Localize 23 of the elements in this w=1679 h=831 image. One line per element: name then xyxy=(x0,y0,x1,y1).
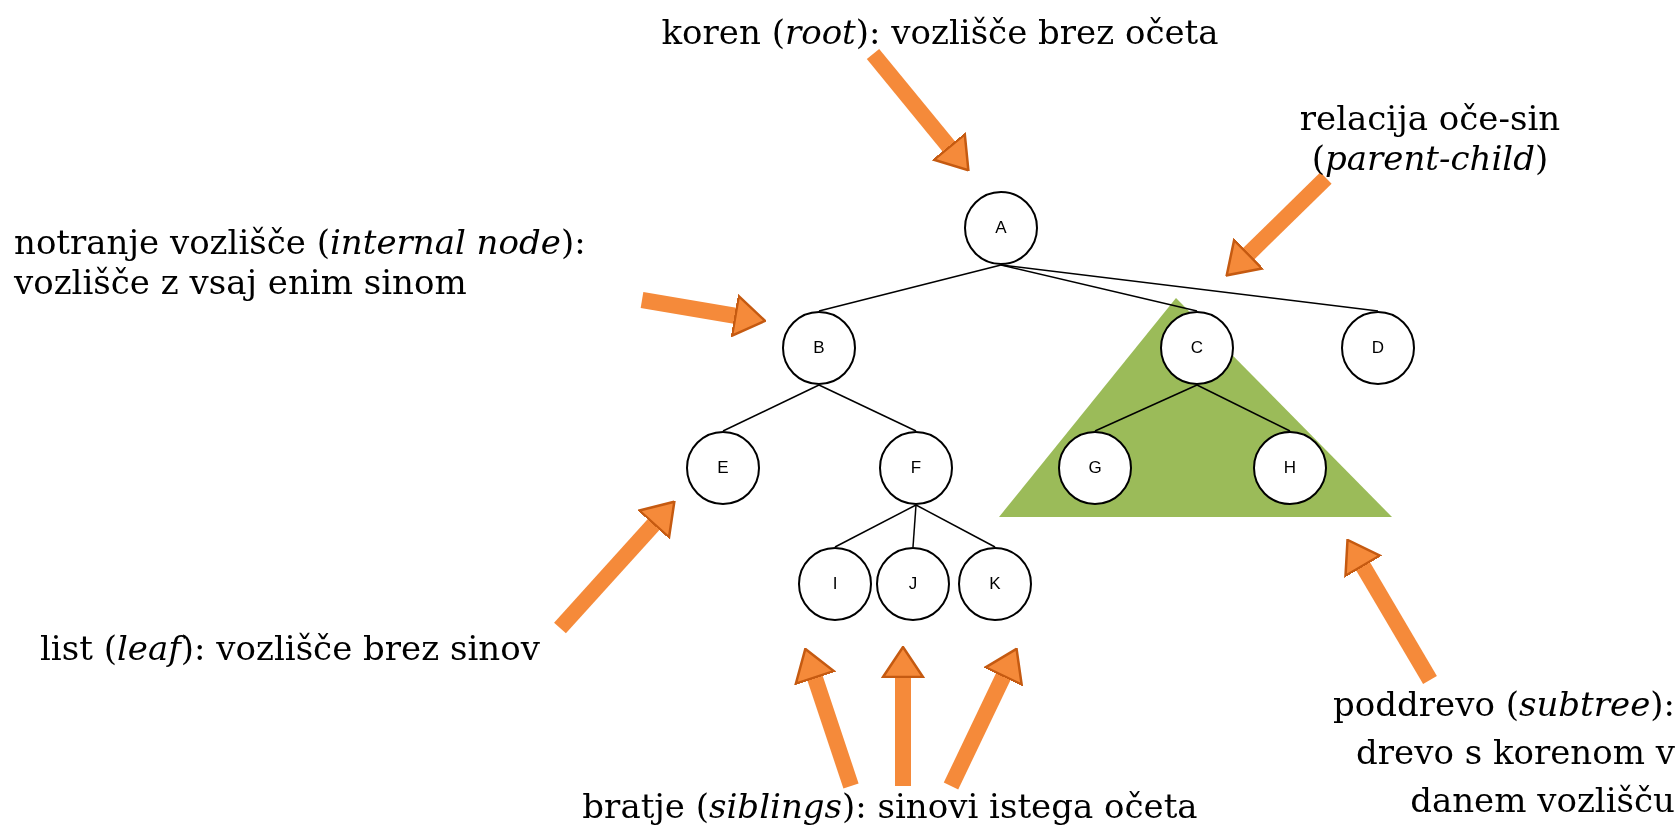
block-arrow xyxy=(1225,172,1332,277)
tree-edge xyxy=(834,504,917,548)
annotation-text: poddrevo (subtree): drevo s korenom v danem vozlišču xyxy=(1288,680,1675,824)
tree-edge xyxy=(722,384,820,432)
tree-edge xyxy=(818,384,917,432)
tree-edge xyxy=(1094,384,1198,432)
annotation-text: relacija oče-sin (parent-child) xyxy=(1260,98,1600,178)
tree-edge xyxy=(915,504,996,548)
annotation-text: bratje (siblings): sinovi istega očeta xyxy=(520,786,1260,826)
tree-edge xyxy=(912,504,917,548)
block-arrow xyxy=(866,48,970,172)
annotation-text: notranje vozlišče (internal node): vozlišče z vsaj enim sinom xyxy=(14,222,704,302)
tree-edge xyxy=(818,264,1002,312)
block-arrow xyxy=(881,645,925,786)
block-arrow xyxy=(640,292,767,337)
tree-edge xyxy=(1000,264,1379,312)
annotation-text: list (leaf): vozlišče brez sinov xyxy=(40,628,660,668)
block-arrow xyxy=(554,500,676,634)
tree-edge xyxy=(1196,384,1291,432)
annotation-text: koren (root): vozlišče brez očeta xyxy=(600,12,1280,52)
block-arrow xyxy=(1344,538,1437,685)
block-arrow xyxy=(943,647,1023,790)
block-arrow xyxy=(794,647,859,789)
